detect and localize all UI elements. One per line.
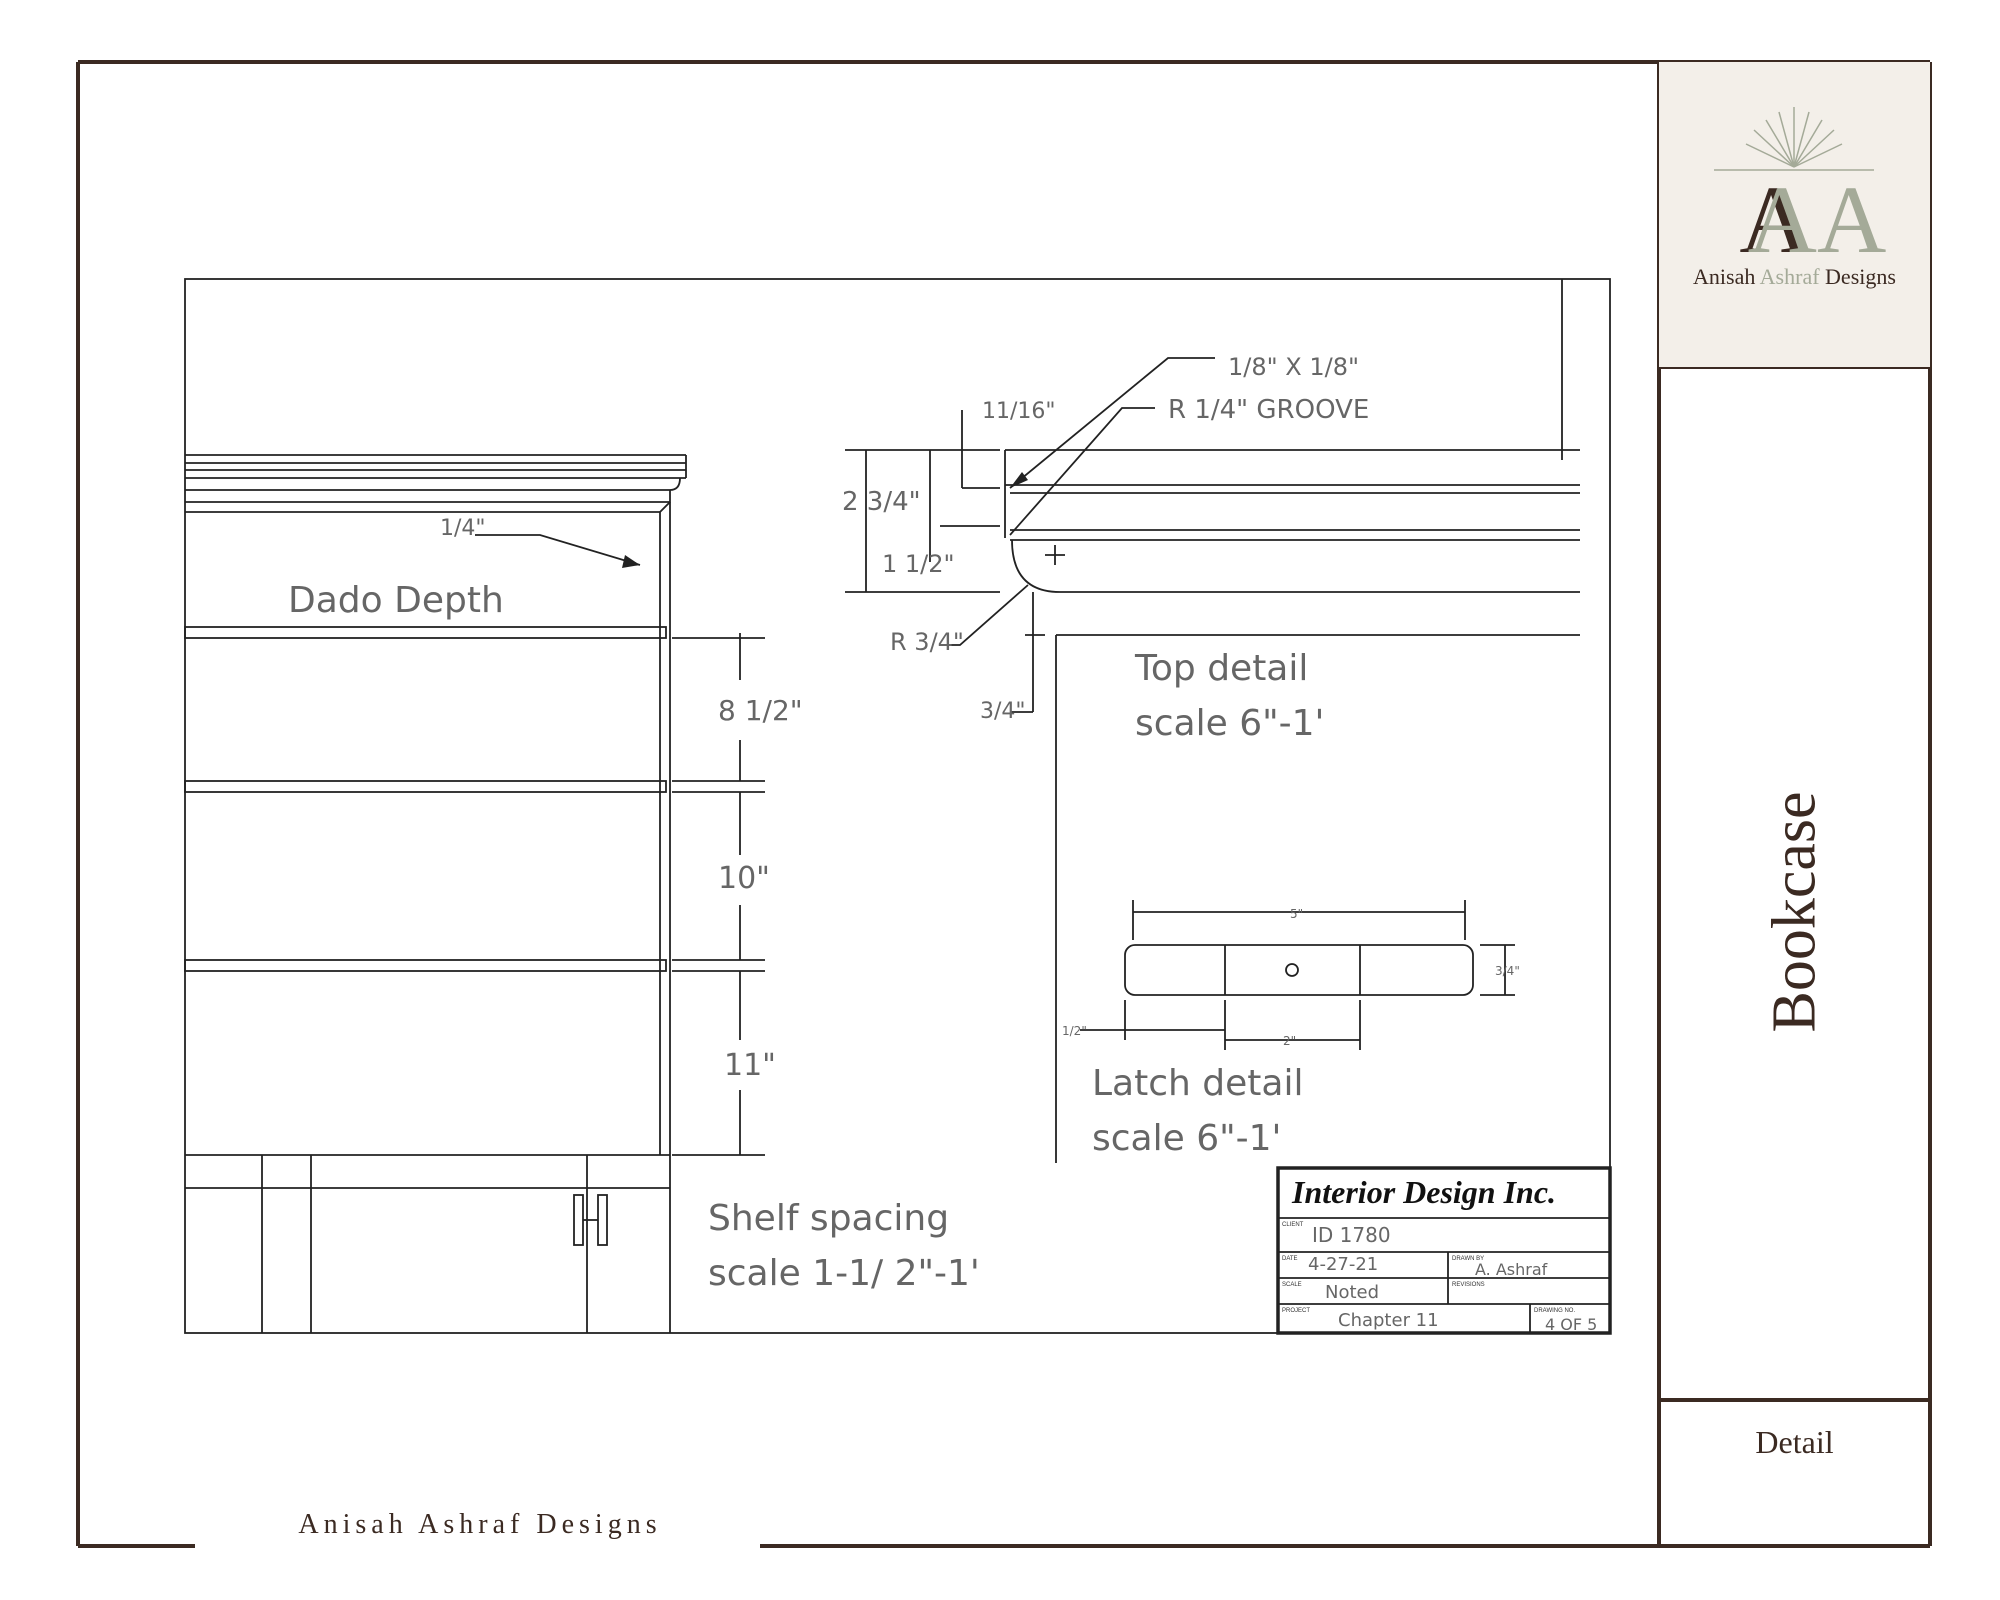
latch-caption-1: Latch detail (1092, 1063, 1303, 1104)
logo-name: Anisah Ashraf Designs (1693, 264, 1896, 289)
drawn-by-value: A. Ashraf (1475, 1260, 1548, 1279)
top-caption-2: scale 6"-1' (1135, 703, 1324, 744)
svg-text:REVISIONS: REVISIONS (1452, 1282, 1485, 1288)
top-dim-3-4: 3/4" (980, 699, 1026, 724)
client-value: ID 1780 (1312, 1223, 1391, 1247)
sheet-number: 4 OF 5 (1545, 1315, 1597, 1334)
latch-dim-inner: 2" (1283, 1034, 1296, 1048)
top-dim-2-3-4: 2 3/4" (842, 487, 921, 517)
svg-text:DRAWN BY: DRAWN BY (1452, 1256, 1484, 1262)
top-dim-r-3-4: R 3/4" (890, 628, 964, 656)
shelf-dim-2: 10" (718, 861, 770, 896)
latch-dim-width: 5" (1290, 907, 1303, 921)
shelf-dim-1: 8 1/2" (718, 694, 803, 727)
svg-text:SCALE: SCALE (1282, 1282, 1302, 1288)
top-dim-11-16: 11/16" (982, 399, 1056, 424)
dado-fraction: 1/4" (440, 516, 486, 541)
svg-text:CLIENT: CLIENT (1282, 1222, 1304, 1228)
svg-text:DRAWING NO.: DRAWING NO. (1534, 1308, 1575, 1314)
logo-monogram: AA (1748, 166, 1887, 272)
scale-value: Noted (1325, 1282, 1379, 1303)
logo-sunburst-icon: A AA (1714, 107, 1887, 272)
top-caption-1: Top detail (1134, 648, 1308, 689)
date-value: 4-27-21 (1308, 1254, 1378, 1275)
shelf-caption-2: scale 1-1/ 2"-1' (708, 1253, 980, 1294)
svg-text:DATE: DATE (1282, 1256, 1298, 1262)
dado-label: Dado Depth (288, 580, 504, 621)
sheet-subtitle: Detail (1755, 1424, 1834, 1460)
shelf-caption-1: Shelf spacing (708, 1198, 949, 1239)
top-dim-groove-1: 1/8" X 1/8" (1228, 353, 1359, 381)
svg-text:PROJECT: PROJECT (1282, 1308, 1310, 1314)
company-name: Interior Design Inc. (1291, 1174, 1556, 1210)
top-dim-1-1-2: 1 1/2" (882, 550, 955, 578)
project-value: Chapter 11 (1338, 1310, 1439, 1331)
shelf-dim-3: 11" (724, 1048, 776, 1083)
latch-caption-2: scale 6"-1' (1092, 1118, 1281, 1159)
top-dim-groove-2: R 1/4" GROOVE (1168, 395, 1369, 425)
footer-brand: Anisah Ashraf Designs (298, 1509, 662, 1540)
latch-dim-height: 3/4" (1495, 964, 1520, 978)
latch-dim-offset: 1/2" (1062, 1024, 1087, 1038)
svg-text:A: A (1739, 166, 1808, 272)
